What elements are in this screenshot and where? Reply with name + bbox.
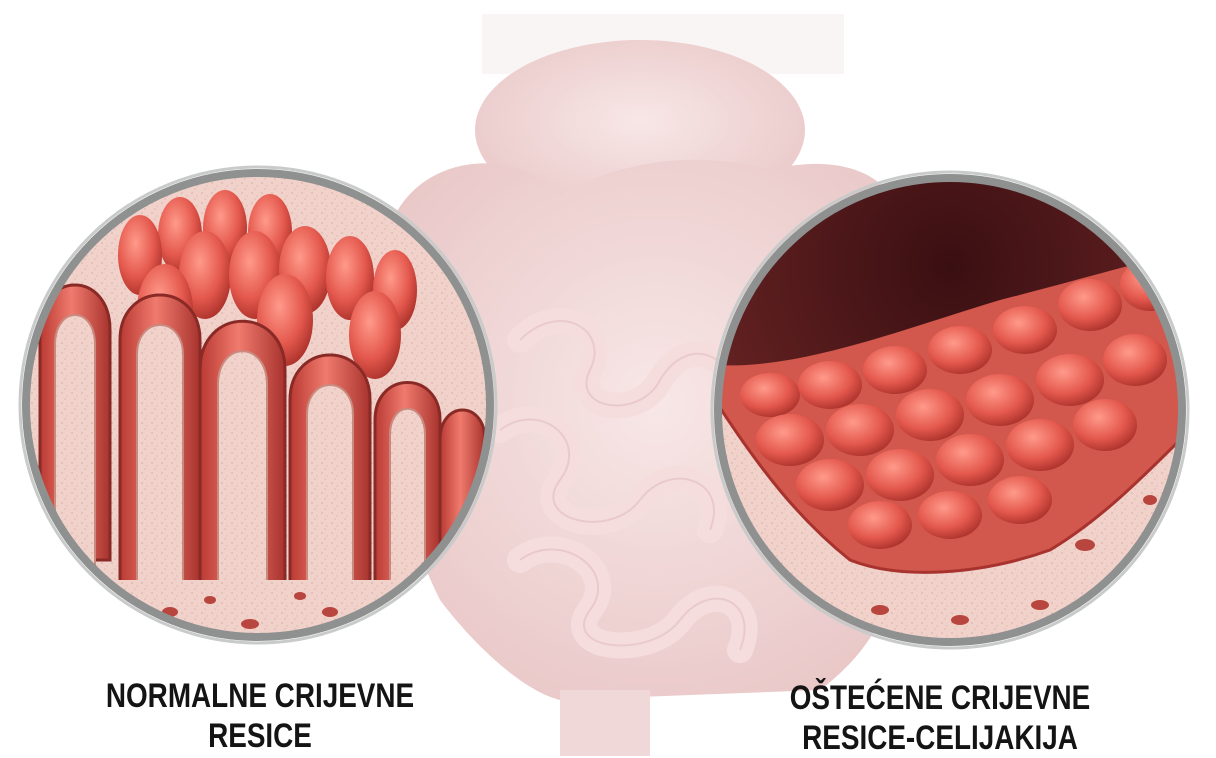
damaged-villi-caption-line1: OŠTEĆENE CRIJEVNE <box>735 678 1145 718</box>
normal-villi-caption: NORMALNE CRIJEVNE RESICE <box>63 676 457 756</box>
normal-villi-caption-line2: RESICE <box>63 716 457 756</box>
damaged-villi-caption-line2: RESICE-CELIJAKIJA <box>735 718 1145 758</box>
damaged-villi-caption: OŠTEĆENE CRIJEVNE RESICE-CELIJAKIJA <box>735 678 1145 758</box>
normal-villi-caption-line1: NORMALNE CRIJEVNE <box>63 676 457 716</box>
